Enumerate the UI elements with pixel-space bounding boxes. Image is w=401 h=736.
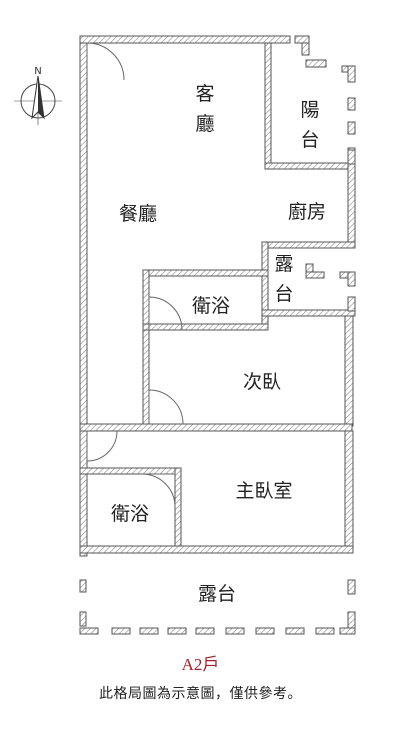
room-label-terrace-bottom: 露台 [198,583,236,605]
room-label-living: 客 [195,83,214,105]
terrace-railing [305,263,356,312]
room-label-living-2: 廳 [195,113,214,135]
unit-label: A2戶 [181,655,220,674]
compass-north-label: N [34,66,41,77]
room-label-bath-2: 衛浴 [111,503,149,525]
room-label-bedroom-2: 次臥 [243,371,281,393]
room-label-terrace-small-2: 台 [274,283,293,305]
room-label-balcony: 陽 [300,99,319,121]
room-label-balcony-2: 台 [300,129,319,151]
door-swing-bath-2 [141,473,176,508]
compass: N [14,66,62,125]
door-swings [86,42,184,508]
room-label-terrace-small: 露 [274,253,293,275]
disclaimer-text: 此格局圖為示意圖，僅供參考。 [99,686,302,702]
room-label-bath-1: 衛浴 [192,295,230,317]
bottom-terrace-railing [79,579,356,635]
room-label-master: 主臥室 [235,480,292,502]
door-swing-master [86,430,118,462]
balcony-railing [294,35,356,165]
walls [79,35,356,557]
door-swing-entry [86,42,125,81]
room-label-dining: 餐廳 [119,203,157,225]
door-swing-bedroom-2 [148,389,184,425]
door-swing-bath-1 [148,296,183,331]
room-label-kitchen: 廚房 [288,200,326,223]
